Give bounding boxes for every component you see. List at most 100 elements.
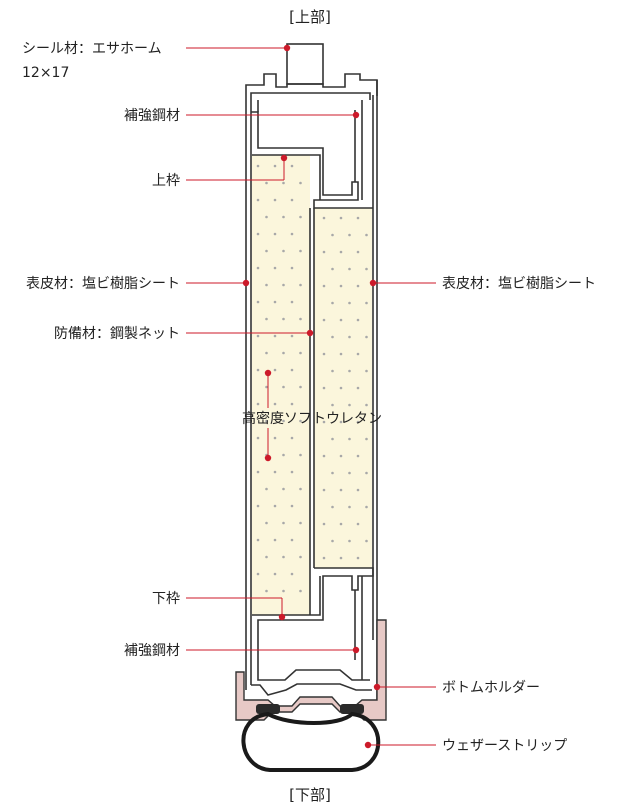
label-urethane: 高密度ソフトウレタン (242, 410, 382, 427)
urethane-dots (256, 164, 368, 593)
urethane-dot (256, 266, 260, 270)
urethane-dot (299, 453, 302, 457)
urethane-dot (348, 233, 351, 237)
urethane-dot (322, 488, 326, 492)
urethane-dot (339, 488, 343, 492)
urethane-dot (265, 385, 268, 389)
urethane-dot (273, 368, 277, 372)
urethane-dot (331, 505, 334, 509)
urethane-dot (322, 284, 326, 288)
urethane-dot (365, 369, 368, 373)
urethane-dot (331, 437, 334, 441)
urethane-dot (356, 386, 360, 390)
urethane-dot (339, 318, 343, 322)
urethane-dot (339, 284, 343, 288)
urethane-dot (322, 352, 326, 356)
title-bottom: [下部] (289, 786, 331, 804)
urethane-dot (356, 216, 360, 220)
urethane-dot (339, 522, 343, 526)
urethane-dot (339, 454, 343, 458)
urethane-dot (282, 351, 285, 355)
urethane-dot (273, 164, 277, 168)
urethane-dot (290, 436, 294, 440)
urethane-dot (265, 555, 268, 559)
urethane-dot (290, 402, 294, 406)
urethane-dot (356, 352, 360, 356)
urethane-dot (322, 216, 326, 220)
urethane-dot (290, 504, 294, 508)
urethane-dot (299, 385, 302, 389)
urethane-dot (256, 402, 260, 406)
urethane-dot (256, 334, 260, 338)
urethane-dot (273, 504, 277, 508)
urethane-dot (322, 386, 326, 390)
urethane-dot (348, 539, 351, 543)
urethane-dot (265, 487, 268, 491)
label-seal-size: 12×17 (22, 65, 69, 81)
urethane-core (252, 155, 372, 615)
urethane-dot (273, 538, 277, 542)
urethane-dot (365, 301, 368, 305)
urethane-dot (256, 300, 260, 304)
urethane-dot (273, 470, 277, 474)
urethane-dot (356, 284, 360, 288)
urethane-dot (331, 403, 334, 407)
urethane-dot (299, 317, 302, 321)
urethane-dot (299, 555, 302, 559)
urethane-dot (265, 283, 268, 287)
urethane-dot (339, 250, 343, 254)
urethane-dot (265, 249, 268, 253)
urethane-dot (365, 539, 368, 543)
urethane-dot (273, 266, 277, 270)
urethane-dot (331, 267, 334, 271)
title-top: [上部] (289, 8, 331, 26)
urethane-dot (282, 385, 285, 389)
urethane-dot (356, 454, 360, 458)
urethane-dot (348, 403, 351, 407)
urethane-dot (348, 369, 351, 373)
urethane-dot (282, 555, 285, 559)
urethane-dot (290, 538, 294, 542)
urethane-dot (339, 420, 343, 424)
urethane-dot (265, 589, 268, 593)
urethane-dot (290, 198, 294, 202)
urethane-dot (273, 436, 277, 440)
urethane-dot (256, 436, 260, 440)
urethane-dot (273, 198, 277, 202)
urethane-dot (282, 487, 285, 491)
urethane-dot (356, 318, 360, 322)
urethane-dot (273, 402, 277, 406)
urethane-dot (290, 232, 294, 236)
urethane-dot (256, 538, 260, 542)
seal-foam (286, 43, 324, 85)
urethane-dot (265, 181, 268, 185)
urethane-dot (299, 487, 302, 491)
urethane-dot (331, 335, 334, 339)
urethane-dot (322, 522, 326, 526)
urethane-dot (282, 521, 285, 525)
label-reinforce-bottom: 補強鋼材 (124, 643, 180, 659)
label-seal: シール材：エサホーム (22, 41, 162, 57)
urethane-dot (265, 317, 268, 321)
urethane-dot (265, 419, 268, 423)
urethane-dot (256, 164, 260, 168)
urethane-dot (339, 556, 343, 560)
urethane-dot (365, 267, 368, 271)
urethane-dot (256, 470, 260, 474)
urethane-dot (348, 335, 351, 339)
urethane-dot (290, 334, 294, 338)
urethane-dot (299, 351, 302, 355)
urethane-dot (356, 556, 360, 560)
urethane-dot (365, 471, 368, 475)
urethane-dot (331, 539, 334, 543)
urethane-dot (282, 419, 285, 423)
urethane-dot (348, 267, 351, 271)
urethane-dot (282, 453, 285, 457)
urethane-dot (348, 471, 351, 475)
urethane-dot (331, 471, 334, 475)
urethane-dot (348, 505, 351, 509)
urethane-dot (282, 283, 285, 287)
core-left (252, 155, 310, 615)
urethane-dot (282, 589, 285, 593)
weather-strip-tube (241, 711, 381, 772)
